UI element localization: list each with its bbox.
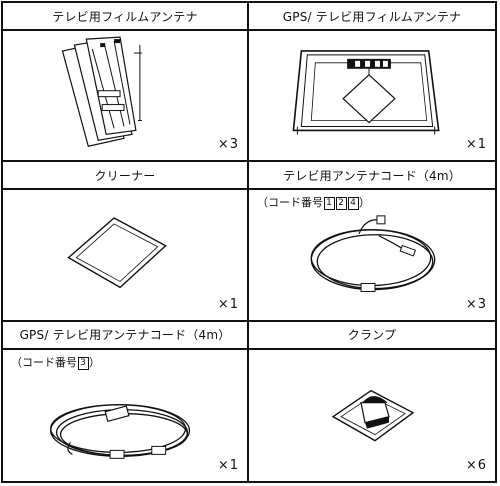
cleaner-illustration	[3, 190, 247, 319]
cord-number-badge: 4	[347, 197, 359, 211]
cord-number-badge: 2	[335, 197, 347, 211]
tv-antenna-cord-illustration	[249, 190, 495, 319]
cord-number-badge: 1	[323, 197, 335, 211]
tv-film-antenna-illustration	[3, 31, 247, 160]
item-quantity: ×3	[465, 296, 487, 312]
item-quantity: ×1	[217, 296, 239, 312]
item-title: クランプ	[249, 322, 495, 350]
item-title: テレビ用フィルムアンテナ	[3, 3, 247, 31]
item-quantity: ×6	[465, 457, 487, 473]
gps-tv-antenna-cord-illustration	[3, 350, 247, 481]
item-title: テレビ用アンテナコード（4m）	[249, 162, 495, 191]
item-quantity: ×1	[217, 457, 239, 473]
cord-number-badge: 3	[77, 356, 89, 370]
clamp-illustration	[249, 350, 495, 481]
item-quantity: ×1	[465, 137, 487, 153]
item-title: GPS/ テレビ用アンテナコード（4m）	[3, 322, 247, 350]
item-title: クリーナー	[3, 162, 247, 191]
gps-tv-film-antenna-illustration	[249, 31, 495, 160]
item-title: GPS/ テレビ用フィルムアンテナ	[249, 3, 495, 31]
item-quantity: ×3	[217, 137, 239, 153]
item-tv-film-antenna: テレビ用フィルムアンテナ	[3, 3, 249, 163]
item-cleaner: クリーナー ×1	[3, 162, 249, 322]
item-gps-tv-film-antenna: GPS/ テレビ用フィルムアンテナ ×1	[249, 3, 495, 163]
item-clamp: クランプ ×6	[249, 322, 495, 481]
